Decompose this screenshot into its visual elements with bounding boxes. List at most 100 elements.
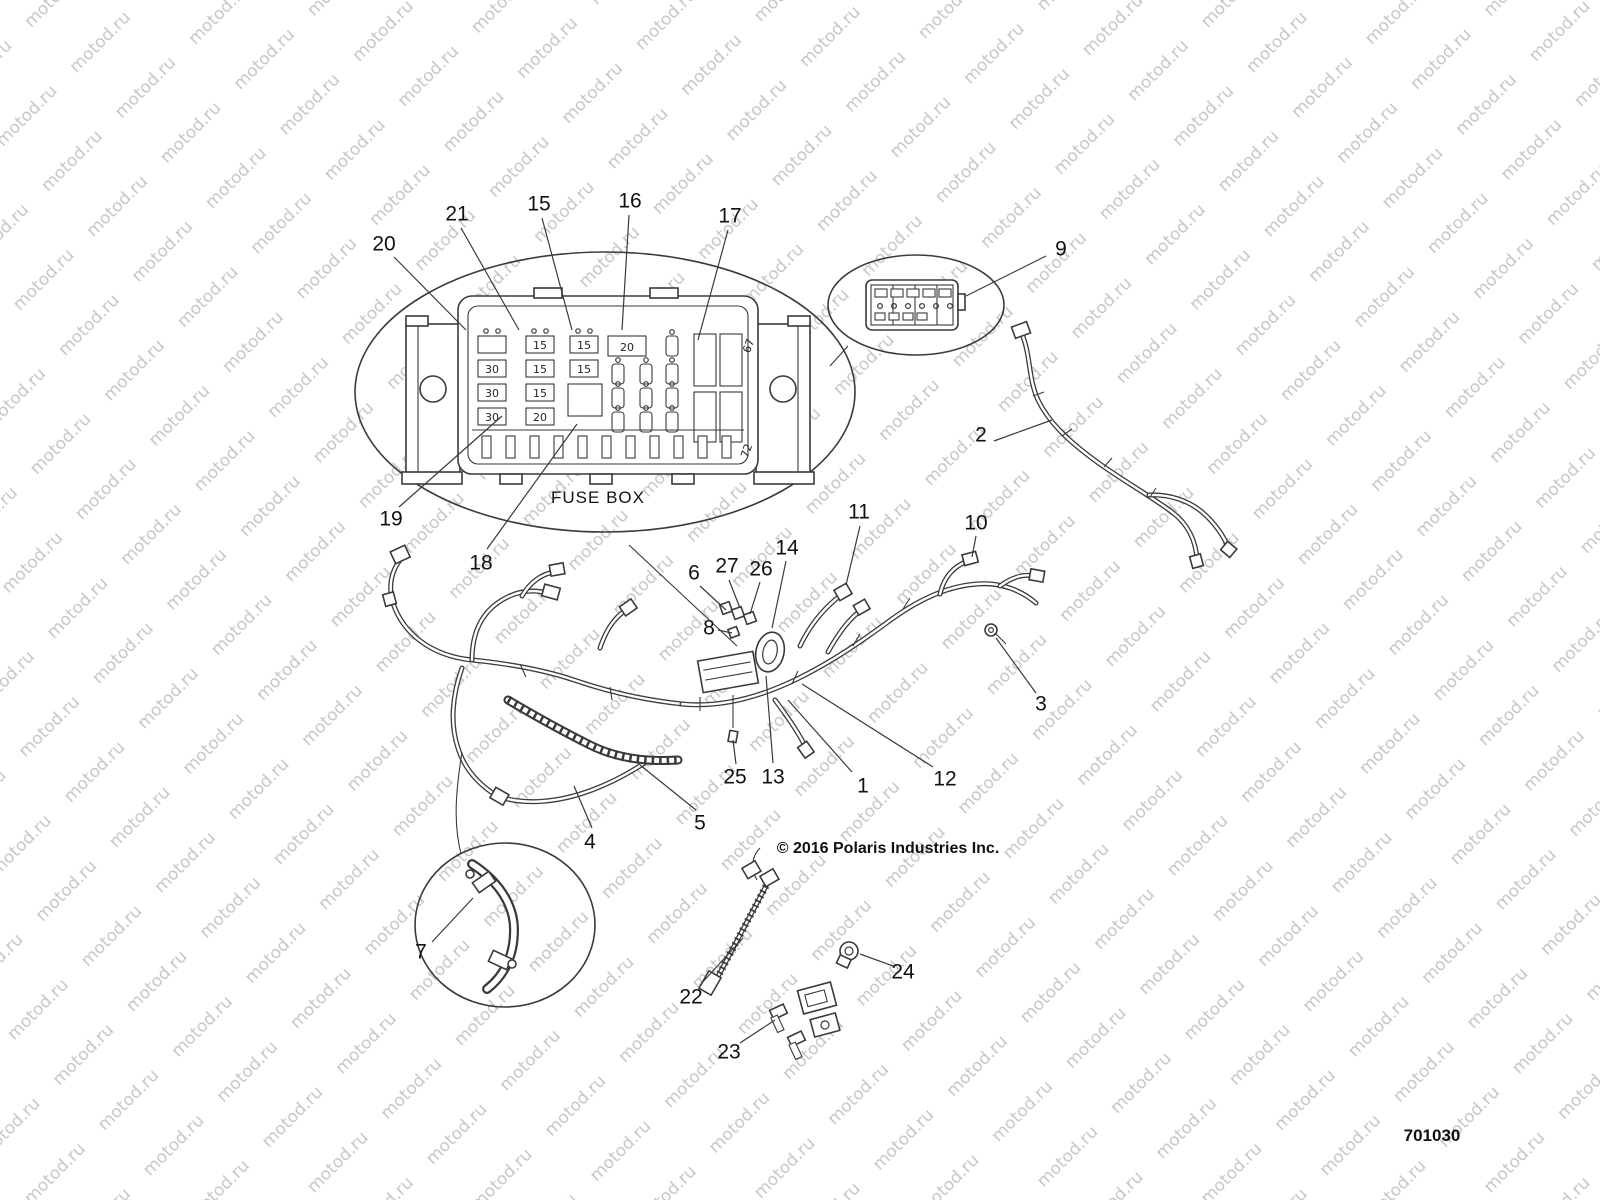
callout-leader-22 <box>699 937 744 986</box>
bolt <box>768 1003 789 1034</box>
hose-clamp <box>471 870 497 894</box>
callout-leader-7 <box>431 897 474 943</box>
callout-leader-16 <box>621 214 630 331</box>
callout-7: 7 <box>415 941 427 964</box>
fuse <box>569 359 599 378</box>
callout-20: 20 <box>372 233 395 256</box>
callout-leader-26 <box>749 581 761 615</box>
callout-8: 8 <box>703 617 715 640</box>
callout-5: 5 <box>694 812 706 835</box>
callout-leader-20 <box>393 256 467 331</box>
callout-leader-18 <box>486 423 578 550</box>
connector <box>1010 320 1032 340</box>
fusebox-detail: 30 30 30 15 15 15 20 15 15 20 <box>354 251 856 647</box>
bracket <box>697 969 723 997</box>
copyright-text: © 2016 Polaris Industries Inc. <box>777 840 1000 857</box>
connector <box>742 610 758 626</box>
callout-22: 22 <box>679 986 702 1009</box>
fuse-label: 30 <box>485 411 499 424</box>
lower-block <box>809 1011 841 1039</box>
fuse-label: 20 <box>533 411 547 424</box>
clip <box>726 625 741 640</box>
grommet <box>754 631 786 673</box>
callout-14: 14 <box>775 537 799 560</box>
callout-leader-5 <box>639 764 697 811</box>
callout-leader-15 <box>541 217 573 331</box>
fuse-label: 15 <box>577 339 591 352</box>
callout-3: 3 <box>1035 693 1047 716</box>
connector <box>548 561 566 578</box>
callout-16: 16 <box>618 190 641 213</box>
callout-17: 17 <box>718 205 741 228</box>
callout-leader-1 <box>787 699 853 773</box>
callout-12: 12 <box>933 768 956 791</box>
connector <box>718 600 734 616</box>
main-harness <box>381 544 1046 807</box>
fuse-label: 15 <box>533 387 547 400</box>
connector <box>852 598 872 617</box>
harness-2 <box>1010 320 1238 570</box>
connector <box>1219 540 1238 559</box>
callout-leader-19 <box>398 415 503 508</box>
callout-leader-2 <box>993 419 1053 442</box>
callout-9: 9 <box>1055 238 1067 261</box>
connector <box>1188 552 1205 570</box>
bolt <box>786 1030 807 1061</box>
callout-leader-3 <box>995 637 1037 694</box>
callout-11: 11 <box>848 501 870 524</box>
connector <box>1028 567 1046 584</box>
callout-leader-14 <box>771 560 787 629</box>
fuse <box>525 359 555 378</box>
connector <box>960 550 980 567</box>
fuse-label: 30 <box>485 363 499 376</box>
relay <box>567 383 603 417</box>
hose-clamp-detail <box>414 751 596 1008</box>
connector <box>796 740 816 760</box>
mount-assembly <box>697 847 859 1061</box>
fusebox-left-bracket <box>401 315 463 485</box>
callout-15: 15 <box>527 193 550 216</box>
fusebox-right-bracket <box>753 315 815 485</box>
callout-18: 18 <box>469 552 492 575</box>
screw <box>727 729 739 744</box>
fuse <box>525 407 555 426</box>
callout-10: 10 <box>964 512 987 535</box>
fuse-label: 15 <box>533 339 547 352</box>
fuse <box>569 335 599 354</box>
connector <box>832 582 854 602</box>
part-number: 701030 <box>1404 1126 1461 1145</box>
callout-23: 23 <box>717 1041 740 1064</box>
callout-13: 13 <box>761 766 784 789</box>
fuse <box>477 335 507 354</box>
connector <box>730 605 746 621</box>
fusebox-side-bottom-label: 72 <box>738 442 755 460</box>
connector <box>389 544 412 565</box>
callout-2: 2 <box>975 424 987 447</box>
connector <box>488 786 511 807</box>
detail-pointer-line <box>628 544 738 647</box>
fuse <box>477 383 507 402</box>
callout-leader-4 <box>573 785 593 829</box>
connector <box>381 590 398 608</box>
callout-leader-25 <box>732 739 737 765</box>
fuse <box>477 359 507 378</box>
mini-fusebox-detail <box>827 254 1005 367</box>
fuse <box>525 335 555 354</box>
p-clamp <box>835 941 859 970</box>
callout-24: 24 <box>891 961 915 984</box>
fuse-label: 15 <box>533 363 547 376</box>
callout-25: 25 <box>723 766 746 789</box>
fuse-label: 30 <box>485 387 499 400</box>
connector <box>758 867 781 888</box>
callout-4: 4 <box>584 831 596 854</box>
callout-leader-27 <box>728 579 741 609</box>
callout-19: 19 <box>379 508 402 531</box>
callout-leader-17 <box>697 229 729 341</box>
callout-leader-24 <box>859 953 894 967</box>
callout-leader-23 <box>739 1019 776 1044</box>
callout-leader-9 <box>965 255 1047 297</box>
ring-terminal <box>984 623 1007 645</box>
fuse-box-label: FUSE BOX <box>551 488 645 507</box>
